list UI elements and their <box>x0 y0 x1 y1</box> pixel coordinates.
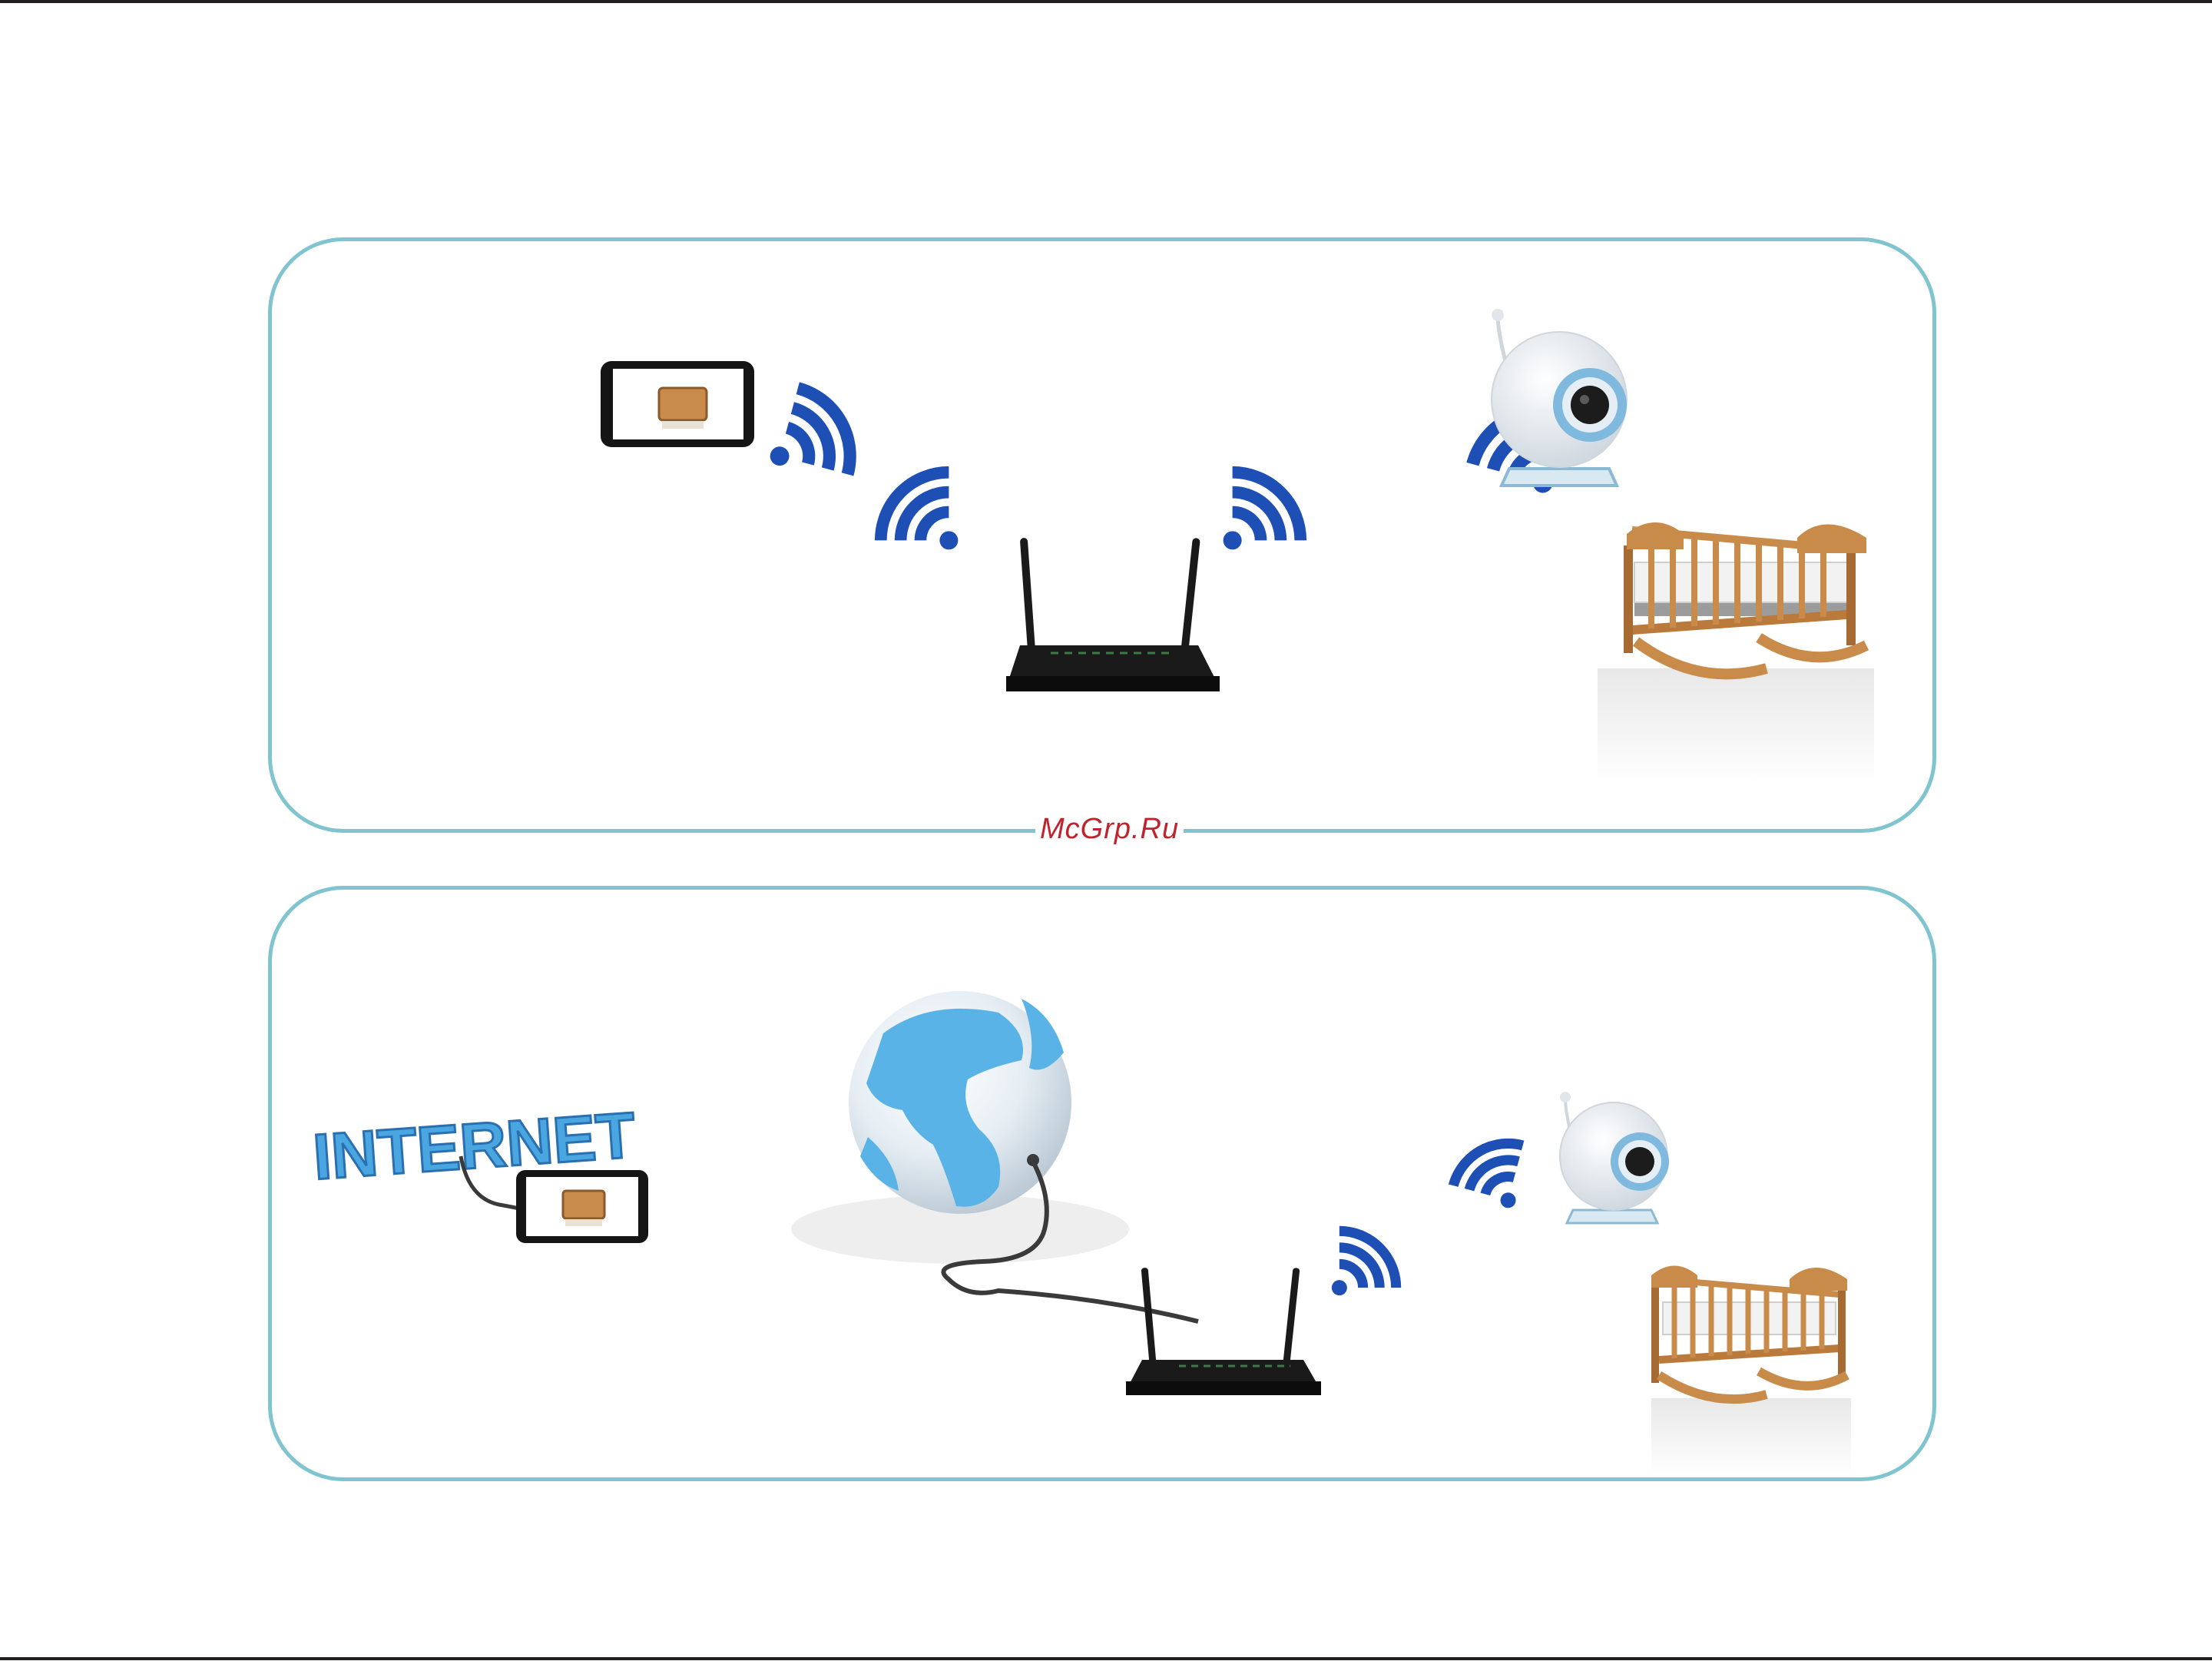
globe-port <box>1027 1154 1039 1166</box>
globe-icon <box>791 991 1129 1264</box>
smartphone-local <box>601 361 754 447</box>
wifi-signal-icon <box>1332 1231 1396 1295</box>
baby-crib-local <box>1598 522 1874 784</box>
baby-camera-remote <box>1560 1092 1669 1223</box>
watermark-text: McGrp.Ru <box>1035 813 1184 846</box>
wifi-router-remote <box>1126 1268 1321 1395</box>
baby-camera-local <box>1492 309 1627 486</box>
baby-crib-remote <box>1651 1266 1851 1476</box>
wifi-signal-icon <box>768 386 866 483</box>
wifi-signal-icon <box>1224 472 1301 550</box>
wifi-signal-icon <box>881 472 959 550</box>
wifi-router-local <box>1006 538 1220 691</box>
smartphone-remote <box>516 1170 648 1243</box>
wifi-signal-icon <box>1452 1131 1531 1210</box>
